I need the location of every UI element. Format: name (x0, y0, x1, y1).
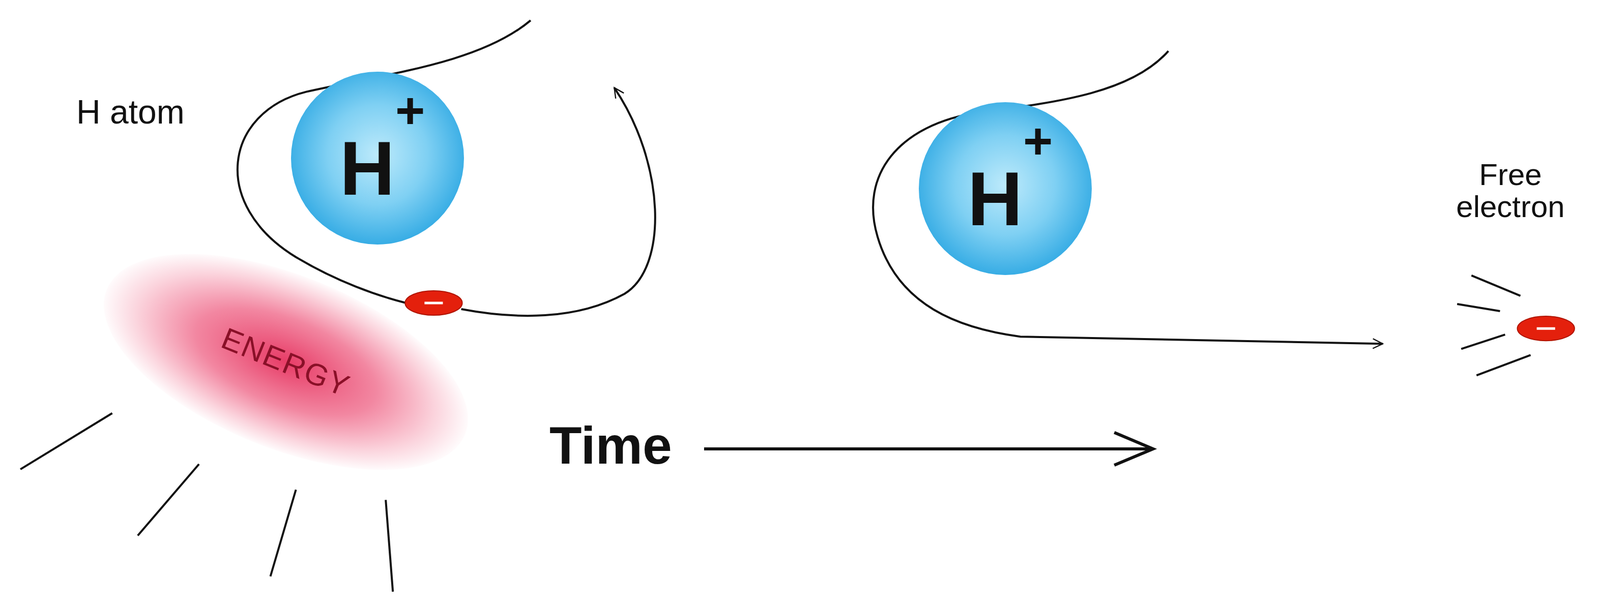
orbit-arrow (461, 88, 656, 317)
atom-label: H atom (76, 94, 185, 130)
electron-label: Free electron (1444, 158, 1577, 223)
charge-sign: + (395, 84, 425, 136)
escape-path (873, 50, 1383, 344)
electron (404, 291, 462, 316)
nucleus-circle: H+ (291, 71, 464, 245)
time-arrow (704, 432, 1154, 466)
orbit-path (237, 20, 531, 304)
element-symbol: H (967, 160, 1023, 238)
axis-label: Time (549, 418, 673, 474)
element-symbol: H (339, 130, 395, 207)
energy-burst: ENERGY (74, 209, 498, 515)
charge-sign: + (1023, 115, 1053, 167)
energy-label: ENERGY (216, 320, 356, 404)
nucleus-circle: H+ (918, 102, 1092, 276)
free-electron (1517, 316, 1575, 341)
